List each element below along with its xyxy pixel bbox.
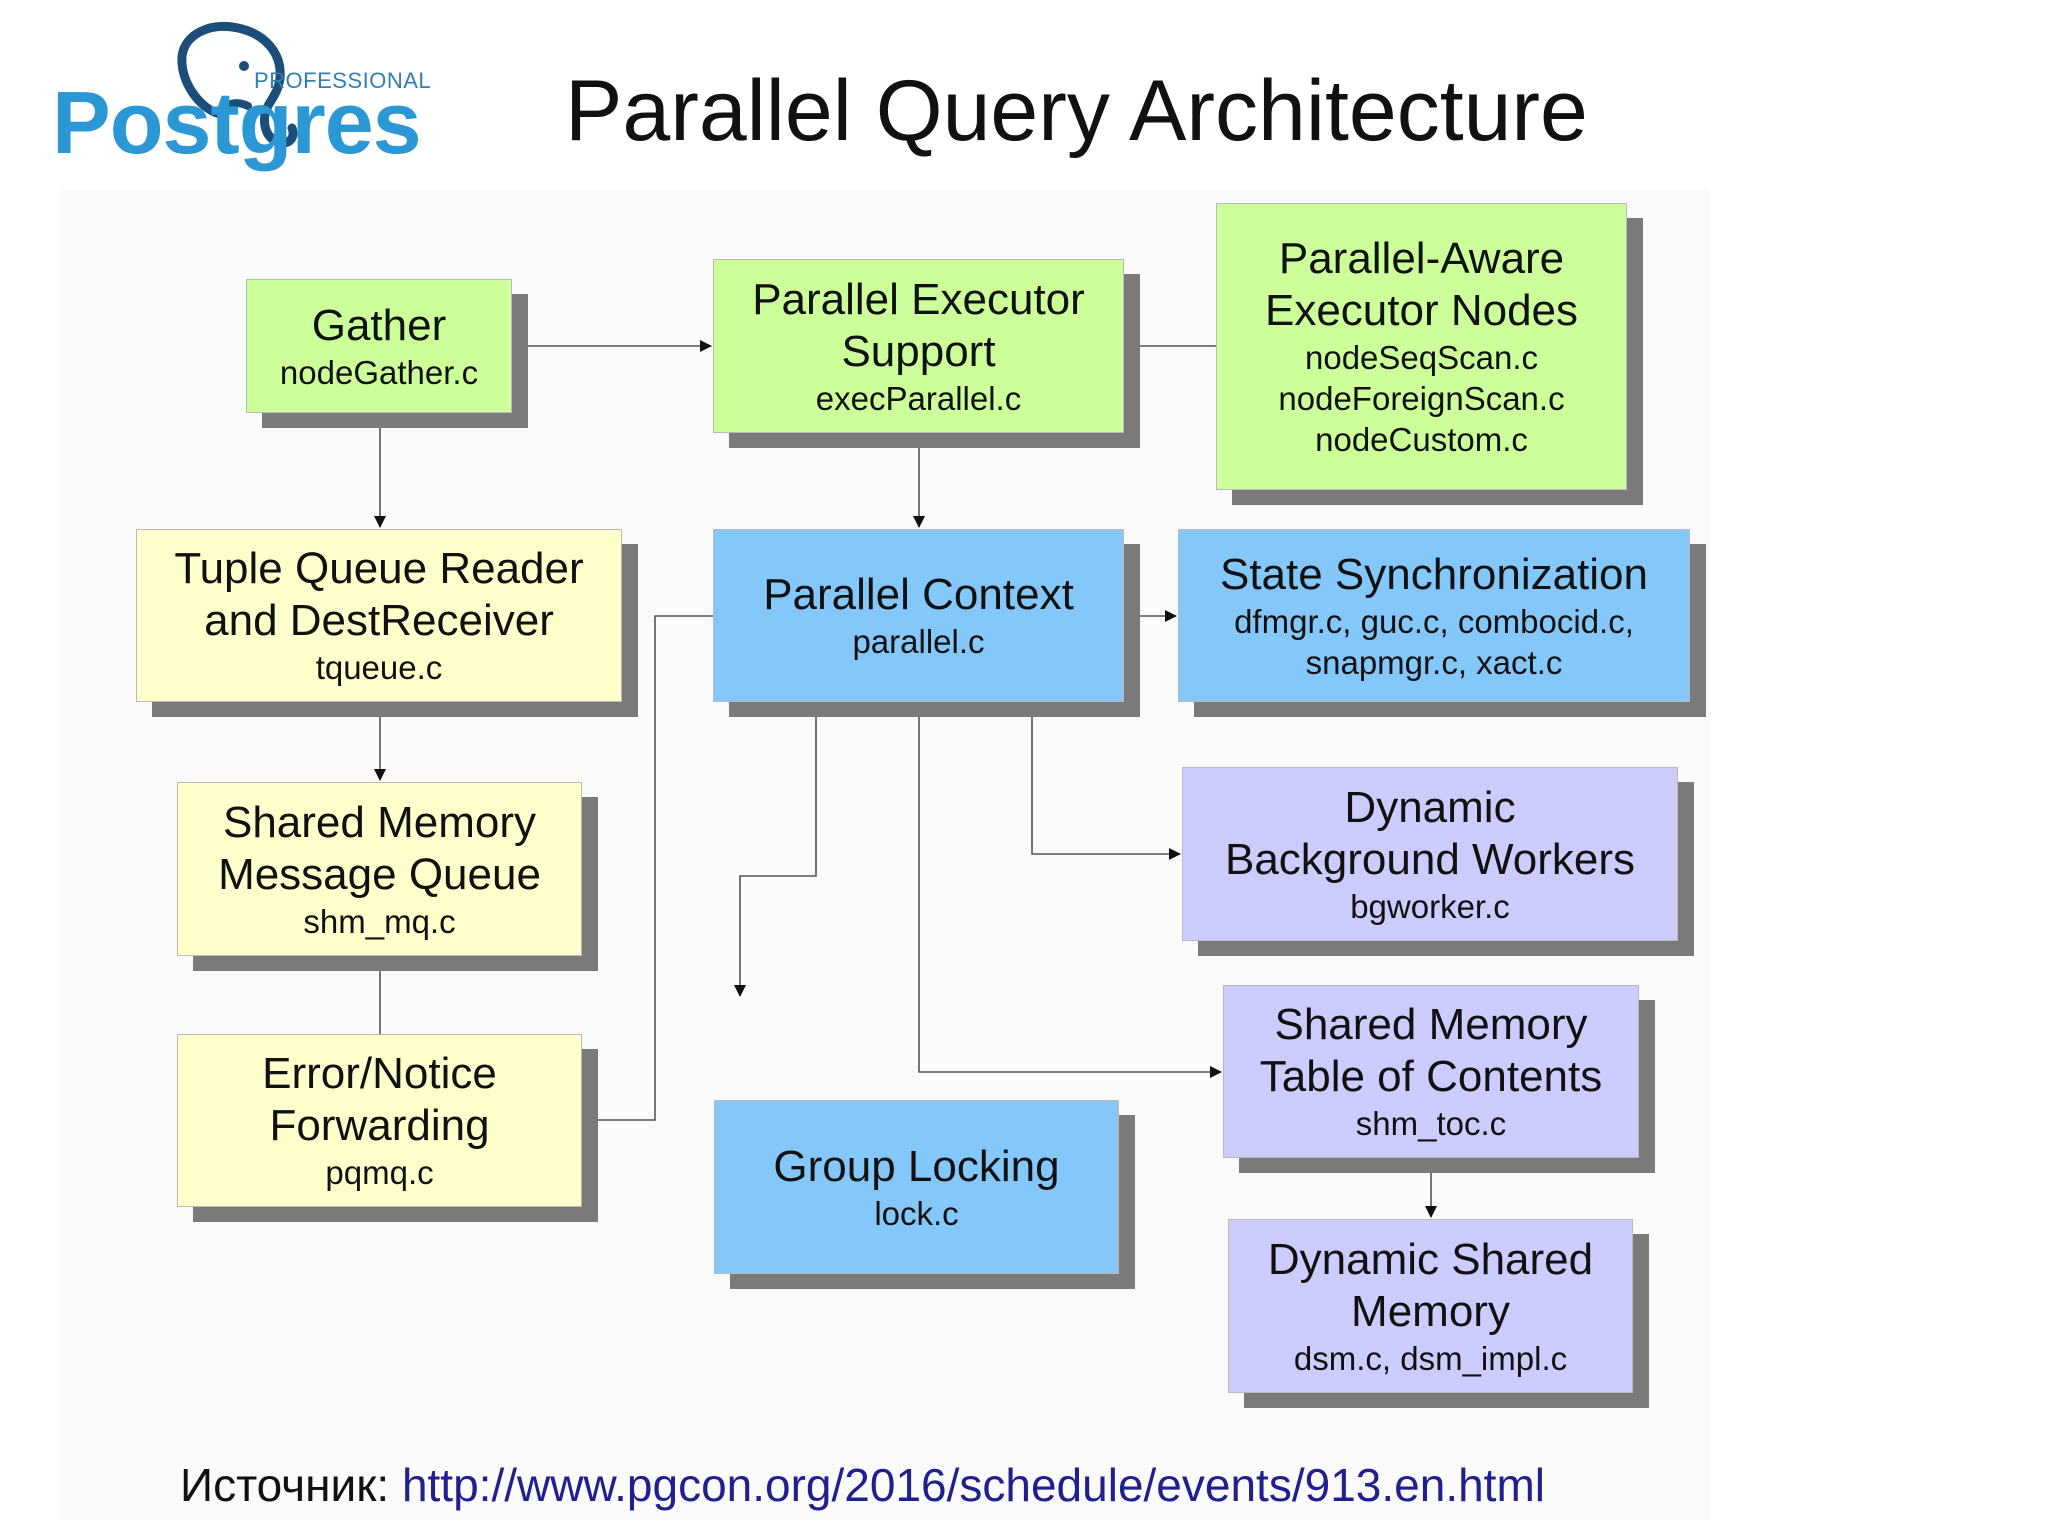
node-aware-file-1: nodeSeqScan.c xyxy=(1304,339,1538,376)
node-state-sync-file-2: snapmgr.c, xact.c xyxy=(1305,643,1563,681)
node-exec-support-title-2: Support xyxy=(841,326,996,376)
node-exec-support-files: execParallel.c xyxy=(815,379,1022,417)
node-tuple-queue-title-1: Tuple Queue Reader xyxy=(174,544,584,593)
node-group-locking-title: Group Locking xyxy=(773,1141,1060,1191)
page-title: Parallel Query Architecture xyxy=(565,63,1588,159)
source-link[interactable]: http://www.pgcon.org/2016/schedule/event… xyxy=(401,1459,1545,1511)
node-tuple-queue-title-2: and DestReceiver xyxy=(204,596,554,645)
node-shm-mq-files: shm_mq.c xyxy=(303,902,456,940)
source-label: Источник: xyxy=(180,1459,390,1511)
node-aware-file-2: nodeForeignScan.c xyxy=(1278,380,1565,417)
node-gather-title: Gather xyxy=(311,300,447,350)
node-parallel-context-files: parallel.c xyxy=(852,623,985,660)
edge-context-to-error-forwarding xyxy=(582,615,713,1126)
node-shm-toc: Shared Memory Table of Contents shm_toc.… xyxy=(1223,985,1639,1158)
node-tuple-queue: Tuple Queue Reader and DestReceiver tque… xyxy=(136,529,622,702)
node-tuple-queue-files: tqueue.c xyxy=(315,649,443,686)
node-group-locking-files: lock.c xyxy=(874,1194,959,1232)
source-line: Источник: http://www.pgcon.org/2016/sche… xyxy=(180,1458,1545,1512)
node-error-title-1: Error/Notice xyxy=(262,1049,497,1098)
node-error-forwarding: Error/Notice Forwarding pqmq.c xyxy=(177,1034,582,1207)
node-aware-title-1: Parallel-Aware xyxy=(1278,234,1565,283)
node-state-sync-file-1: dfmgr.c, guc.c, combocid.c, xyxy=(1234,602,1634,640)
edge-context-to-shm-toc xyxy=(918,702,1222,1078)
node-error-title-2: Forwarding xyxy=(269,1101,490,1150)
node-dsm-title-2: Memory xyxy=(1351,1286,1510,1336)
node-shm-toc-title-2: Table of Contents xyxy=(1259,1052,1603,1101)
node-shm-mq: Shared Memory Message Queue shm_mq.c xyxy=(177,782,582,956)
logo-professional-text: PROFESSIONAL xyxy=(254,68,432,93)
node-shm-mq-title-1: Shared Memory xyxy=(222,797,536,847)
node-exec-support: Parallel Executor Support execParallel.c xyxy=(713,259,1124,433)
node-parallel-context: Parallel Context parallel.c xyxy=(713,529,1124,702)
node-aware-file-3: nodeCustom.c xyxy=(1315,421,1528,458)
node-shm-toc-files: shm_toc.c xyxy=(1355,1105,1507,1142)
node-dsm-files: dsm.c, dsm_impl.c xyxy=(1293,1339,1568,1377)
node-state-sync-title: State Synchronization xyxy=(1219,549,1649,599)
node-group-locking: Group Locking lock.c xyxy=(714,1100,1119,1274)
node-shm-toc-title-1: Shared Memory xyxy=(1274,1000,1588,1049)
node-shm-mq-title-2: Message Queue xyxy=(218,849,541,899)
node-aware-title-2: Executor Nodes xyxy=(1264,286,1579,335)
node-bgworkers-title-2: Background Workers xyxy=(1224,834,1636,884)
node-gather-files: nodeGather.c xyxy=(279,353,479,391)
elephant-head-icon xyxy=(177,22,298,148)
node-aware-nodes: Parallel-Aware Executor Nodes nodeSeqSca… xyxy=(1216,203,1627,490)
postgres-professional-logo: PROFESSIONAL Postgres xyxy=(52,14,452,184)
node-bgworkers-title-1: Dynamic xyxy=(1344,782,1516,832)
node-gather: Gather nodeGather.c xyxy=(246,279,512,413)
node-dsm: Dynamic Shared Memory dsm.c, dsm_impl.c xyxy=(1228,1219,1633,1393)
node-dsm-title-1: Dynamic Shared xyxy=(1267,1234,1594,1284)
node-error-files: pqmq.c xyxy=(325,1154,434,1191)
node-state-sync: State Synchronization dfmgr.c, guc.c, co… xyxy=(1178,529,1690,702)
node-bgworkers-files: bgworker.c xyxy=(1350,887,1510,925)
node-bgworkers: Dynamic Background Workers bgworker.c xyxy=(1182,767,1678,941)
edge-context-to-bgworkers xyxy=(1031,702,1181,860)
node-parallel-context-title: Parallel Context xyxy=(763,570,1074,619)
node-exec-support-title-1: Parallel Executor xyxy=(752,274,1085,324)
edge-context-to-group-locking xyxy=(734,702,817,997)
logo-wordmark: Postgres xyxy=(52,73,422,172)
